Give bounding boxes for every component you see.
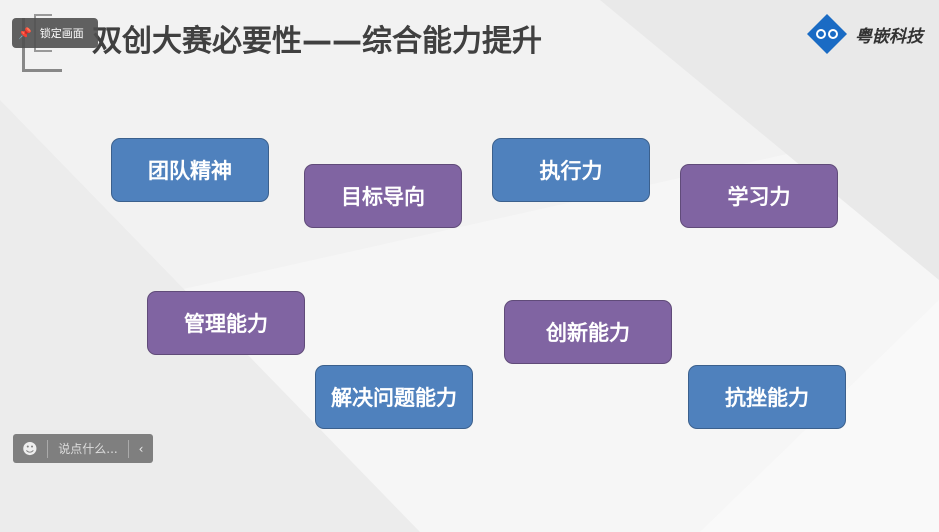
lock-screen-label: 锁定画面 xyxy=(39,27,84,40)
chat-bar: ☻ 说点什么... ‹ xyxy=(13,434,153,463)
collapse-chevron-icon[interactable]: ‹ xyxy=(138,441,144,456)
lock-screen-button[interactable]: 📌 锁定画面 xyxy=(12,18,98,48)
chat-input[interactable]: 说点什么... xyxy=(58,442,118,456)
logo-text: 粤嵌科技 xyxy=(855,26,923,47)
ability-box: 学习力 xyxy=(680,164,838,228)
ability-box: 创新能力 xyxy=(504,300,672,364)
divider xyxy=(47,439,48,458)
ability-box: 管理能力 xyxy=(147,291,305,355)
ability-box: 执行力 xyxy=(492,138,650,202)
pin-icon: 📌 xyxy=(18,26,32,40)
emoji-icon[interactable]: ☻ xyxy=(22,439,38,458)
slide-title: 双创大赛必要性——综合能力提升 xyxy=(92,24,542,59)
ability-box: 抗挫能力 xyxy=(688,365,846,429)
divider xyxy=(128,439,129,458)
ability-box: 团队精神 xyxy=(111,138,269,202)
ability-box: 目标导向 xyxy=(304,164,462,228)
company-logo: 粤嵌科技 xyxy=(805,12,923,56)
ability-box: 解决问题能力 xyxy=(315,365,473,429)
logo-icon xyxy=(807,14,847,54)
